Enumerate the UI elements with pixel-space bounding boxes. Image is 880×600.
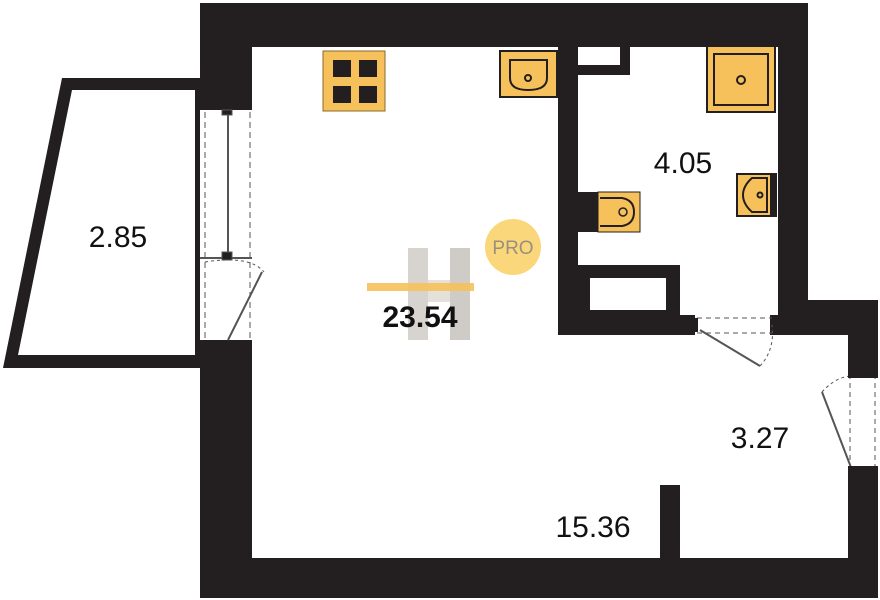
stove-icon (322, 50, 386, 112)
bathroom-sink-icon (736, 173, 777, 217)
balcony (3, 78, 205, 368)
balcony-area-label: 2.85 (89, 221, 147, 254)
living-room-area-label: 15.36 (555, 511, 630, 544)
toilet-icon (578, 191, 641, 233)
bathroom-door[interactable] (690, 317, 773, 367)
pro-badge: PRO (485, 219, 541, 275)
entrance-door[interactable] (821, 372, 878, 472)
total-area-label: 23.54 (382, 301, 457, 334)
walls (200, 3, 878, 598)
accent-bar (367, 283, 474, 291)
bathroom-area-label: 4.05 (654, 147, 712, 180)
kitchen-sink-icon (499, 50, 558, 98)
hallway-area-label: 3.27 (731, 422, 789, 455)
shower-icon (706, 45, 776, 113)
balcony-window-door[interactable] (200, 109, 265, 341)
pro-badge-text: PRO (492, 238, 533, 259)
